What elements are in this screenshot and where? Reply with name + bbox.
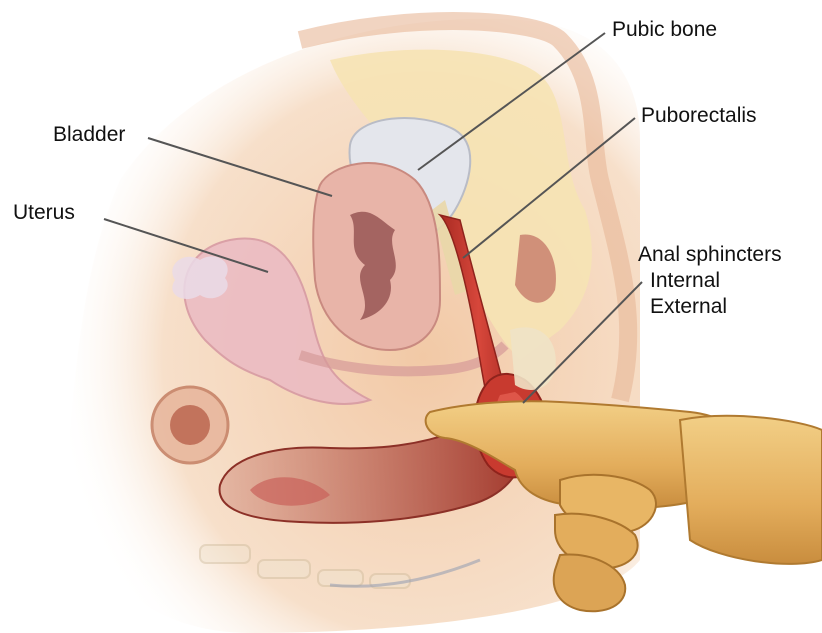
bladder-label: Bladder <box>53 123 125 147</box>
anal-sphincters-label: Anal sphincters <box>638 243 782 267</box>
uterus-label: Uterus <box>13 201 75 225</box>
external-sphincter-label: External <box>650 295 727 319</box>
puborectalis-label: Puborectalis <box>641 104 757 128</box>
pubic-bone-label: Pubic bone <box>612 18 717 42</box>
internal-sphincter-label: Internal <box>650 269 720 293</box>
